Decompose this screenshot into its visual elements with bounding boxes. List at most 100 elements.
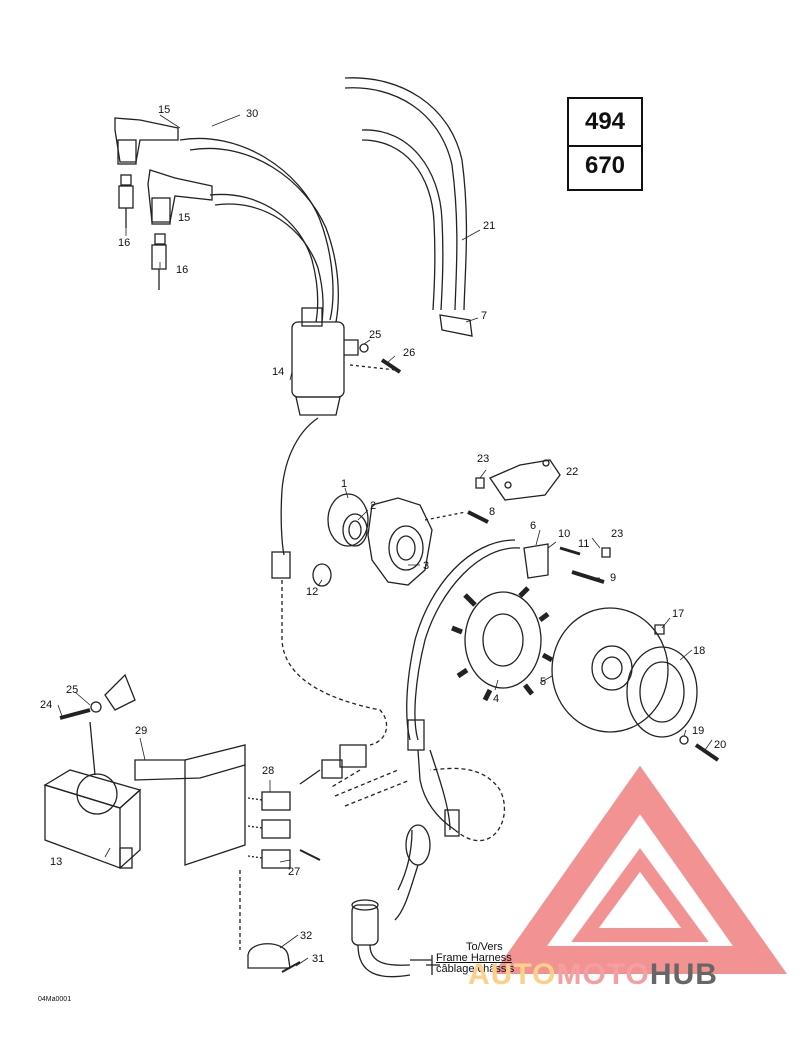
model-number-494: 494 [567, 97, 643, 147]
spark-plug-upper [118, 174, 134, 228]
caption-line-1: To/Vers [466, 941, 503, 953]
watermark-part-1: AUTO [468, 958, 557, 991]
callout-10: 10 [558, 528, 571, 540]
callout-25: 25 [66, 684, 79, 696]
callout-2: 2 [370, 500, 377, 512]
washer-25b [90, 701, 102, 713]
caption-line-3: câblage châssis [436, 963, 515, 975]
callout-16: 16 [176, 264, 189, 276]
callout-15: 15 [178, 212, 191, 224]
plug-wire-2 [189, 147, 339, 323]
mounting-bracket [134, 744, 246, 866]
screw-27 [299, 849, 321, 861]
clip-28b [261, 819, 291, 839]
clip-28c [261, 849, 291, 869]
washer-19 [679, 735, 689, 745]
seal-2 [342, 513, 368, 547]
callout-29: 29 [135, 725, 148, 737]
clip-28a [261, 791, 291, 811]
watermark-part-3: HUB [649, 958, 718, 991]
callout-7: 7 [481, 310, 488, 322]
callout-16: 16 [118, 237, 131, 249]
bolt-24 [59, 708, 91, 720]
model-number-670: 670 [567, 143, 643, 191]
callout-12: 12 [306, 586, 319, 598]
harness-21-c [361, 129, 444, 311]
cdi-module [43, 769, 142, 869]
connector-7 [439, 314, 473, 337]
callout-13: 13 [50, 856, 63, 868]
callout-22: 22 [566, 466, 579, 478]
screw-31 [281, 961, 301, 973]
nut-23-lower [601, 547, 611, 558]
callout-8: 8 [489, 506, 496, 518]
callout-9: 9 [610, 572, 617, 584]
callout-24: 24 [40, 699, 53, 711]
callout-14: 14 [272, 366, 285, 378]
plug-wire-4 [214, 203, 324, 323]
washer-25 [359, 343, 369, 353]
sensor-6 [523, 543, 549, 579]
screw-20 [694, 743, 720, 762]
stator-wire-1 [414, 547, 521, 741]
harness-21-d [361, 139, 436, 311]
magneto-housing [367, 497, 433, 586]
callout-5: 5 [540, 676, 547, 688]
callout-27: 27 [288, 866, 301, 878]
callout-23: 23 [477, 453, 490, 465]
cover-22 [489, 459, 561, 501]
flywheel [551, 607, 669, 733]
callout-20: 20 [714, 739, 727, 751]
stator [451, 586, 554, 702]
callout-3: 3 [423, 560, 430, 572]
callout-1: 1 [341, 478, 348, 490]
callout-17: 17 [672, 608, 685, 620]
callout-18: 18 [693, 645, 706, 657]
stator-wire-2 [406, 539, 516, 741]
screw-26 [380, 358, 402, 374]
caption-line-2: Frame Harness [436, 952, 512, 964]
harness-21-a [344, 77, 468, 311]
o-ring-1 [327, 493, 369, 547]
callout-11: 11 [578, 538, 590, 550]
watermark-logo [492, 765, 788, 974]
callout-28: 28 [262, 765, 275, 777]
ring-gear-18 [626, 646, 698, 738]
callout-23: 23 [611, 528, 624, 540]
plug-wire-3 [209, 193, 319, 323]
plug-wire-1 [179, 137, 334, 321]
coil-connector [271, 551, 291, 579]
callout-6: 6 [530, 520, 537, 532]
callout-31: 31 [312, 953, 325, 965]
callout-26: 26 [403, 347, 416, 359]
detail-magnifier [76, 773, 118, 815]
callout-32: 32 [300, 930, 313, 942]
callout-15: 15 [158, 104, 171, 116]
coil-wire [280, 417, 319, 556]
spark-plug-lower [151, 233, 167, 290]
callout-30: 30 [246, 108, 259, 120]
bushing-12 [312, 563, 332, 587]
document-id: 04Ma0001 [38, 996, 72, 1003]
clamp-32 [247, 943, 291, 969]
callout-19: 19 [692, 725, 705, 737]
screw-8 [467, 510, 489, 524]
callout-21: 21 [483, 220, 496, 232]
callout-25: 25 [369, 329, 382, 341]
nut-23-upper [475, 477, 485, 489]
watermark-text: AUTOMOTOHUB [468, 958, 718, 992]
frame-connector [351, 899, 411, 978]
frame-harness-caption: To/Vers Frame Harness câblage châssis [436, 942, 514, 975]
callout-4: 4 [493, 693, 500, 705]
plug-connector [321, 744, 367, 779]
bracket-top [104, 673, 136, 711]
watermark-part-2: MOTO [556, 958, 650, 991]
nut-17 [654, 624, 665, 635]
spark-plug-cap-lower [147, 169, 213, 225]
harness-21-b [344, 87, 458, 311]
spark-plug-cap-upper [114, 117, 179, 165]
screw-11 [559, 546, 581, 556]
ignition-coil [291, 307, 359, 416]
